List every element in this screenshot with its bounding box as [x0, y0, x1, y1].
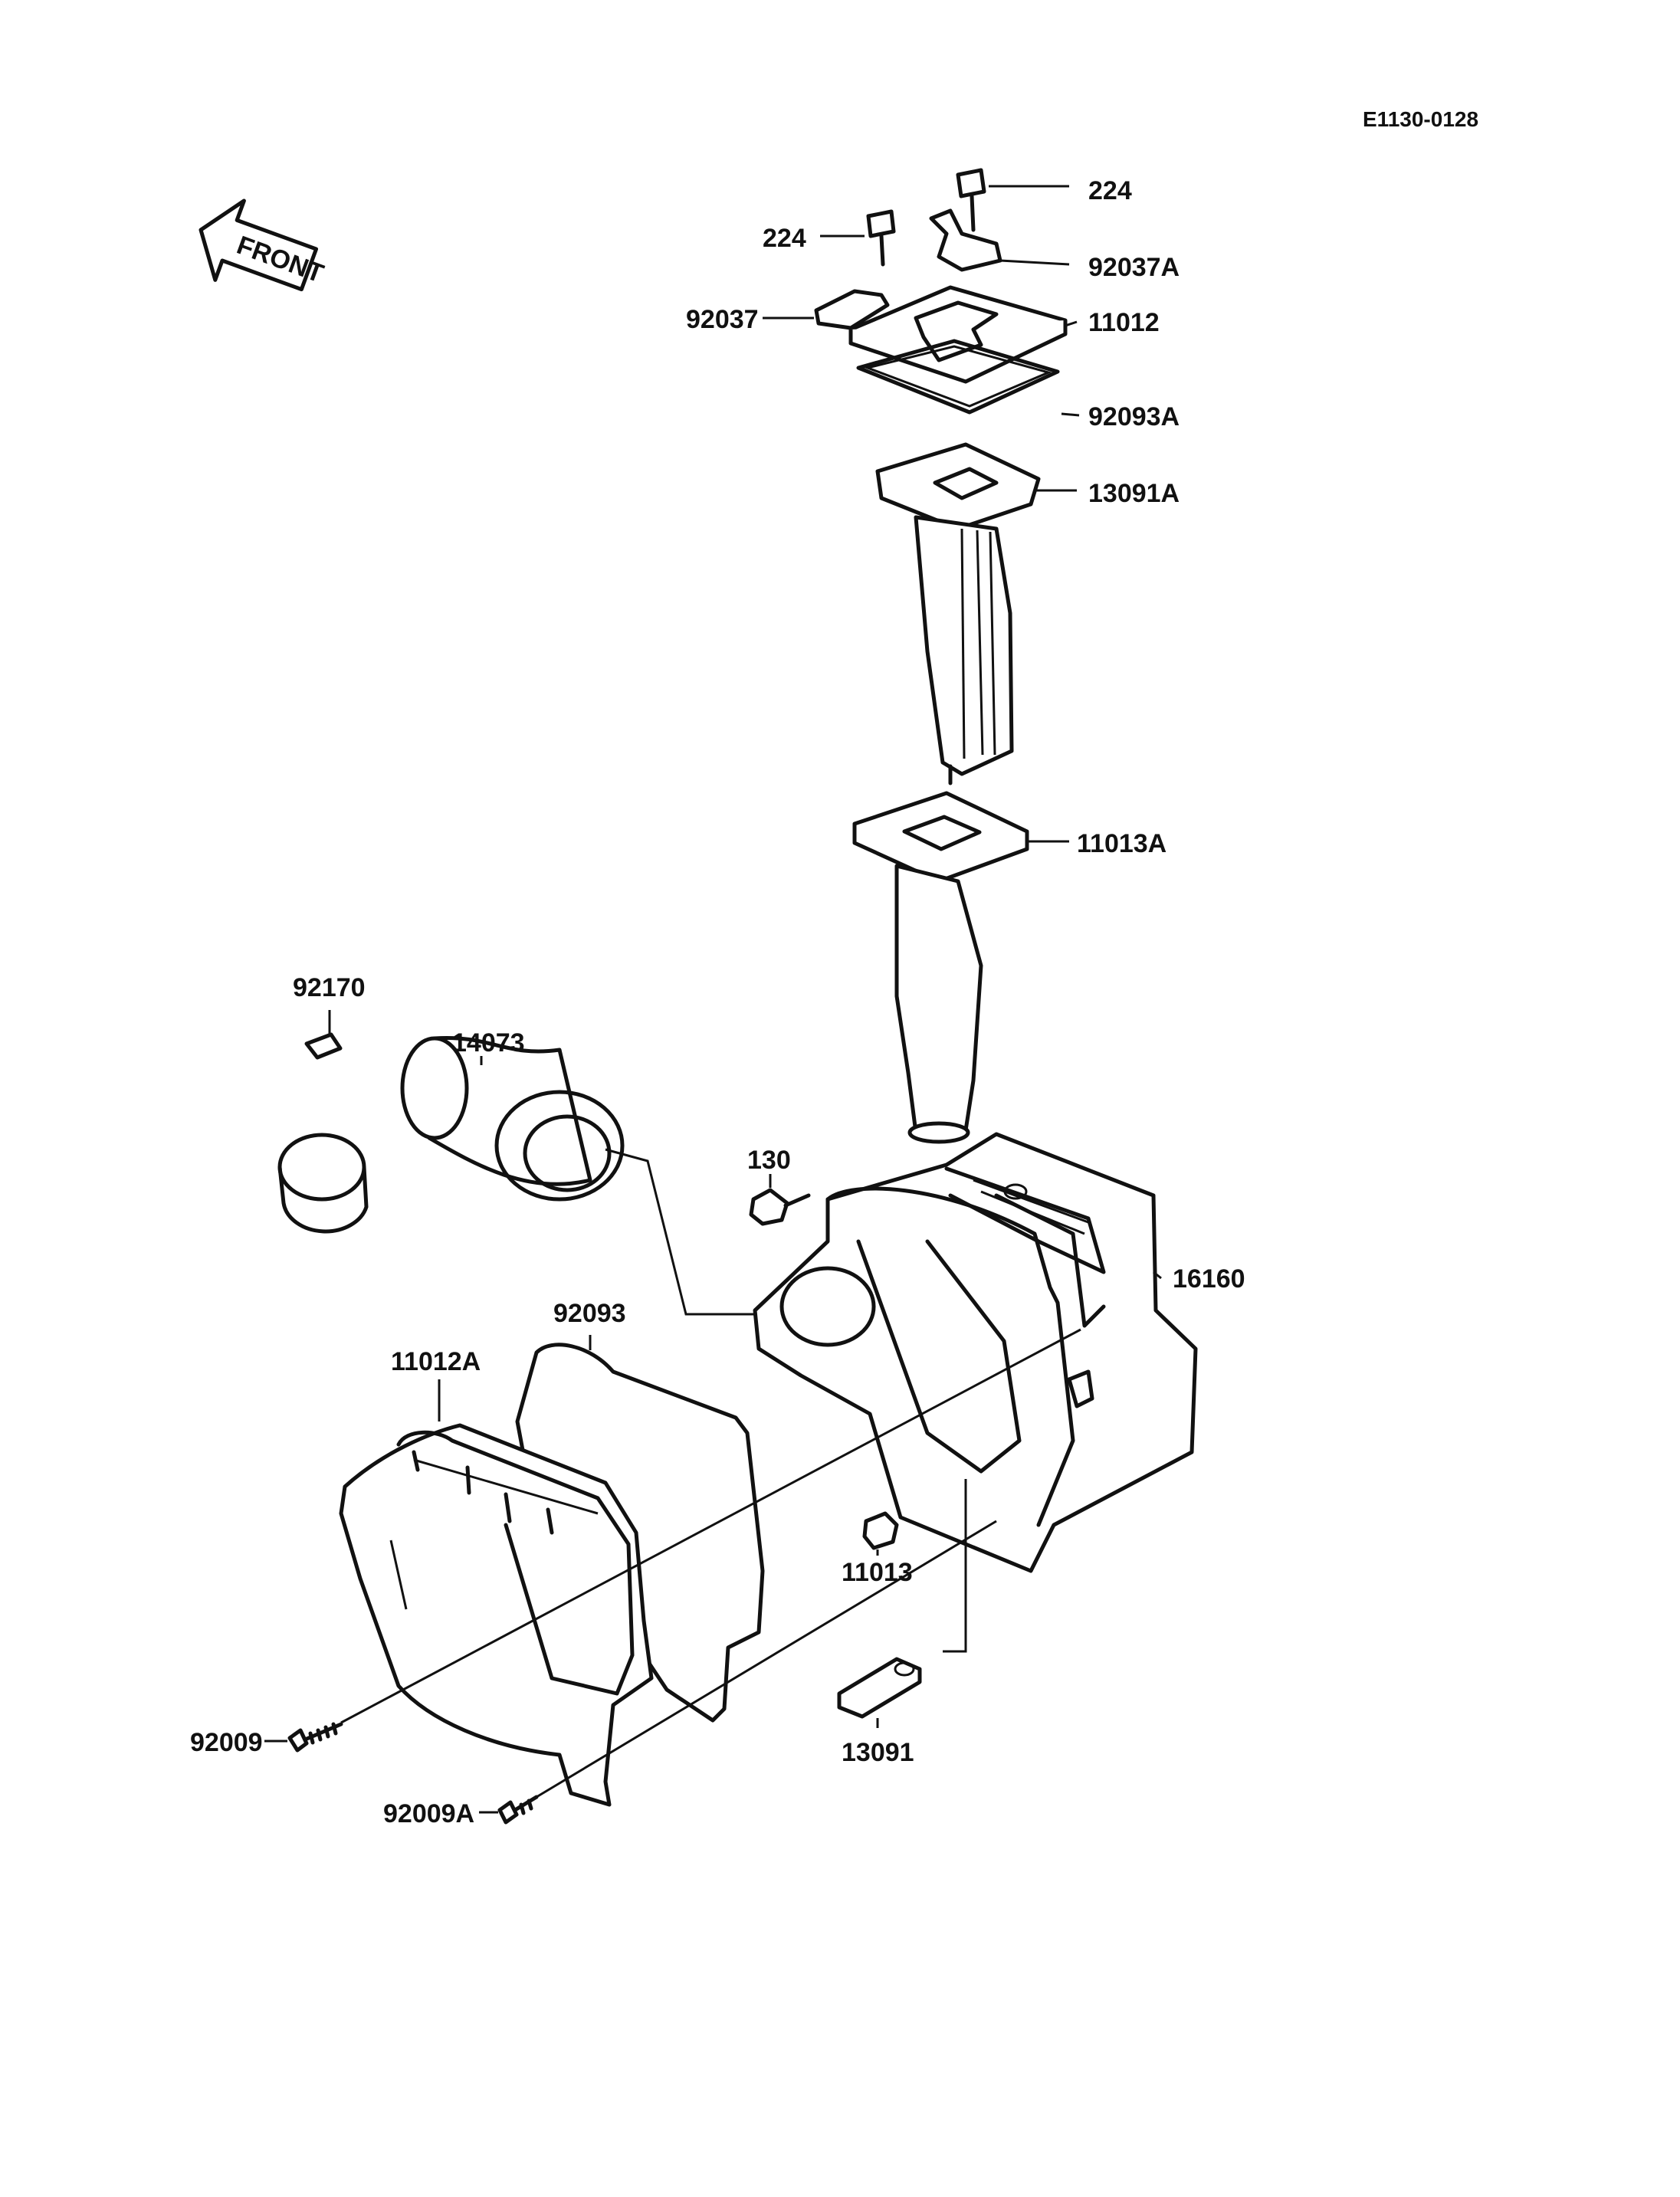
- label-11013A: 11013A: [1077, 829, 1166, 858]
- bracket-92037A: [929, 208, 1070, 272]
- front-arrow-icon: FRONT: [199, 198, 327, 292]
- case-16160: [753, 1132, 1198, 1573]
- bolt-130: [749, 1174, 811, 1226]
- bracket-92037: [763, 289, 890, 330]
- screw-92009: [264, 1722, 343, 1753]
- seal-92093: [515, 1335, 765, 1723]
- label-11012A: 11012A: [391, 1347, 481, 1376]
- label-92037: 92037: [686, 305, 759, 334]
- label-14073: 14073: [452, 1028, 525, 1058]
- label-11013: 11013: [842, 1558, 913, 1587]
- label-92093: 92093: [553, 1299, 626, 1328]
- cover-11012A: [339, 1379, 654, 1807]
- label-16160: 16160: [1173, 1264, 1245, 1294]
- plate-13091: [837, 1657, 922, 1728]
- element-14073: [400, 1035, 755, 1316]
- leader-92009A: [536, 1520, 997, 1799]
- label-224-right: 224: [1088, 176, 1132, 205]
- label-92009A: 92009A: [383, 1799, 474, 1828]
- leader-92009: [340, 1328, 1081, 1724]
- label-92009: 92009: [190, 1728, 263, 1757]
- cap-11013: [862, 1511, 899, 1556]
- label-92170: 92170: [293, 973, 366, 1002]
- bolt-224-left: [820, 209, 896, 267]
- plate-13091A: [875, 442, 1077, 531]
- clamp-92170: [277, 1010, 369, 1234]
- label-92093A: 92093A: [1088, 402, 1180, 431]
- seal-92093A: [856, 339, 1080, 417]
- diagram-code: E1130-0128: [1363, 107, 1478, 131]
- screw-92009A: [479, 1795, 539, 1825]
- bolt-224-right: [956, 168, 1069, 232]
- label-11012: 11012: [1088, 308, 1160, 337]
- cover-11012: [848, 285, 1078, 384]
- leader-13091: [943, 1479, 967, 1653]
- duct-11013A: [852, 791, 1069, 1144]
- label-13091A: 13091A: [1088, 479, 1180, 508]
- label-130: 130: [747, 1146, 791, 1175]
- label-224-left: 224: [763, 224, 806, 253]
- label-92037A: 92037A: [1088, 253, 1180, 282]
- label-13091: 13091: [842, 1738, 914, 1767]
- intake-tube: [914, 515, 1014, 785]
